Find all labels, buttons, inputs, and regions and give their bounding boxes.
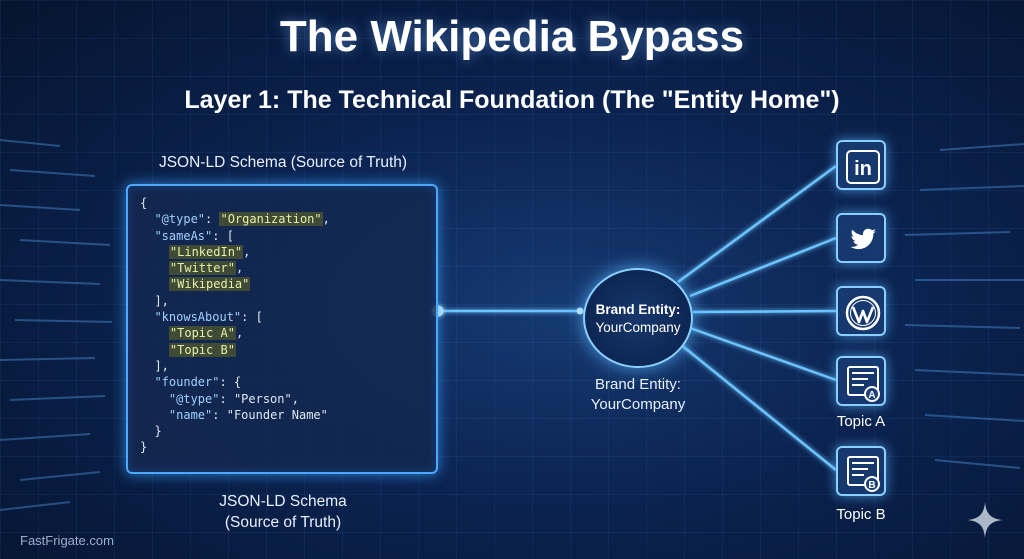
- code-line: ],: [140, 293, 169, 308]
- entity-connector-dot: [576, 307, 584, 315]
- code-line: "Topic B": [168, 342, 236, 357]
- entity-title: Brand Entity:: [595, 301, 681, 317]
- code-line: "knowsAbout": [: [154, 310, 263, 325]
- twitter-node: [836, 213, 886, 263]
- linkedin-icon: in: [846, 150, 880, 184]
- topic-a-label: Topic A: [836, 413, 886, 430]
- schema-label-top: JSON-LD Schema (Source of Truth): [158, 154, 408, 171]
- page-title: The Wikipedia Bypass: [279, 12, 745, 61]
- svg-text:B: B: [868, 480, 875, 491]
- twitter-icon: [850, 228, 876, 250]
- topic-a-node: A: [836, 356, 886, 406]
- entity-to-topic-a-line: [689, 326, 837, 382]
- code-line: "founder": {: [154, 375, 242, 390]
- code-line: }: [140, 424, 162, 439]
- wordpress-node: [836, 286, 886, 336]
- code-line: "@type": "Organization",: [154, 212, 330, 227]
- code-line: "sameAs": [: [154, 228, 234, 243]
- entity-caption-line1: Brand Entity:: [595, 376, 681, 393]
- code-line: "LinkedIn",: [168, 244, 251, 259]
- entity-name: YourCompany: [595, 319, 681, 335]
- page-subtitle: Layer 1: The Technical Foundation (The "…: [184, 86, 840, 114]
- schema-label-bottom-line1: JSON-LD Schema: [219, 493, 347, 510]
- code-line: "Twitter",: [168, 261, 244, 276]
- json-ld-code-panel: { "@type": "Organization", "sameAs": [ "…: [126, 184, 438, 474]
- brand-entity-node: Brand Entity: YourCompany: [583, 268, 693, 368]
- topic-b-label: Topic B: [836, 506, 886, 523]
- topic-b-icon: B: [847, 456, 880, 492]
- code-line: "Topic A",: [168, 326, 244, 341]
- topic-b-node: B: [836, 446, 886, 496]
- entity-to-linkedin-line: [677, 164, 837, 284]
- code-line: {: [140, 196, 148, 210]
- schema-label-bottom: JSON-LD Schema (Source of Truth): [142, 491, 424, 533]
- code-line: "Wikipedia": [168, 277, 251, 292]
- code-line: "@type": "Person",: [168, 391, 299, 406]
- code-line: ],: [140, 358, 169, 373]
- entity-to-topic-b-line: [679, 343, 837, 471]
- entity-to-twitter-line: [689, 236, 837, 298]
- footer-brand: FastFrigate.com: [20, 533, 114, 548]
- entity-caption: Brand Entity: YourCompany: [568, 375, 708, 415]
- entity-to-wordpress-line: [692, 309, 837, 314]
- svg-text:A: A: [868, 390, 875, 401]
- linkedin-node: in: [836, 140, 886, 190]
- schema-label-bottom-line2: (Source of Truth): [224, 514, 342, 531]
- code-line: "name": "Founder Name": [168, 407, 328, 422]
- wordpress-icon: [845, 295, 881, 331]
- topic-a-icon: A: [847, 366, 880, 402]
- svg-text:in: in: [854, 158, 872, 180]
- code-line: }: [140, 440, 148, 455]
- sparkle-icon: [967, 502, 1003, 538]
- entity-caption-line2: YourCompany: [590, 396, 686, 413]
